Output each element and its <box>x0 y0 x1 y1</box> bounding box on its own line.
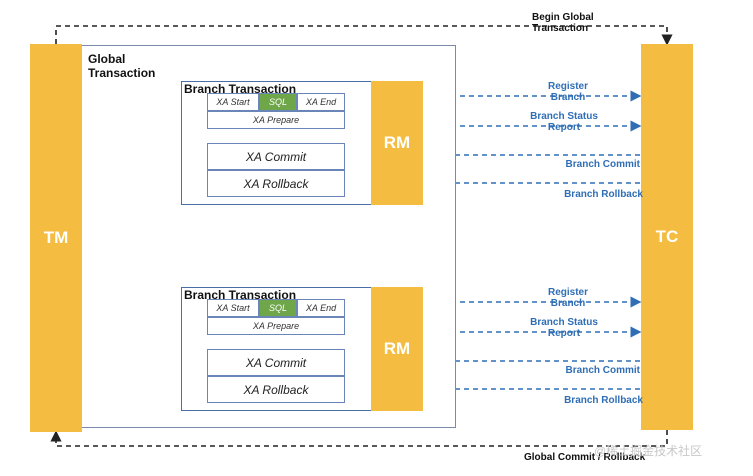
xa-end-cell-2: XA End <box>297 299 345 317</box>
global-transaction-label: Global Transaction <box>88 52 156 80</box>
watermark: @稀土掘金技术社区 <box>594 444 703 458</box>
tm-node: TM <box>30 44 82 432</box>
register-branch-label-1: Register Branch <box>547 81 588 103</box>
xa-start-cell-2: XA Start <box>207 299 259 317</box>
xa-commit-cell-1: XA Commit <box>207 143 345 170</box>
tc-node: TC <box>641 44 693 430</box>
sql-cell-2: SQL <box>259 299 297 317</box>
branch-transaction-label-1: Branch Transaction <box>184 82 297 96</box>
xa-prepare-cell-1: XA Prepare <box>207 111 345 129</box>
xa-end-cell-1: XA End <box>297 93 345 111</box>
rm-node-1: RM <box>371 81 423 205</box>
global-commit-rollback-arrow <box>50 430 668 447</box>
branch-status-report-label-2: Branch Status Report <box>530 317 598 339</box>
branch-rollback-label-2: Branch Rollback <box>564 395 643 406</box>
xa-prepare-cell-2: XA Prepare <box>207 317 345 335</box>
branch-rollback-label-1: Branch Rollback <box>564 189 643 200</box>
xa-rollback-cell-1: XA Rollback <box>207 170 345 197</box>
sql-cell-1: SQL <box>259 93 297 111</box>
xa-start-cell-1: XA Start <box>207 93 259 111</box>
begin-global-arrow <box>55 25 673 46</box>
branch-transaction-label-2: Branch Transaction <box>184 288 297 302</box>
branch-status-report-label-1: Branch Status Report <box>530 111 598 133</box>
register-branch-label-2: Register Branch <box>547 287 588 309</box>
rm-node-2: RM <box>371 287 423 411</box>
branch-commit-label-2: Branch Commit <box>565 365 640 376</box>
branch-commit-label-1: Branch Commit <box>565 159 640 170</box>
begin-global-transaction-label: Begin Global Transaction <box>532 12 594 34</box>
xa-rollback-cell-2: XA Rollback <box>207 376 345 403</box>
xa-commit-cell-2: XA Commit <box>207 349 345 376</box>
global-commit-rollback-label: Global Commit / Rollback <box>524 452 646 463</box>
